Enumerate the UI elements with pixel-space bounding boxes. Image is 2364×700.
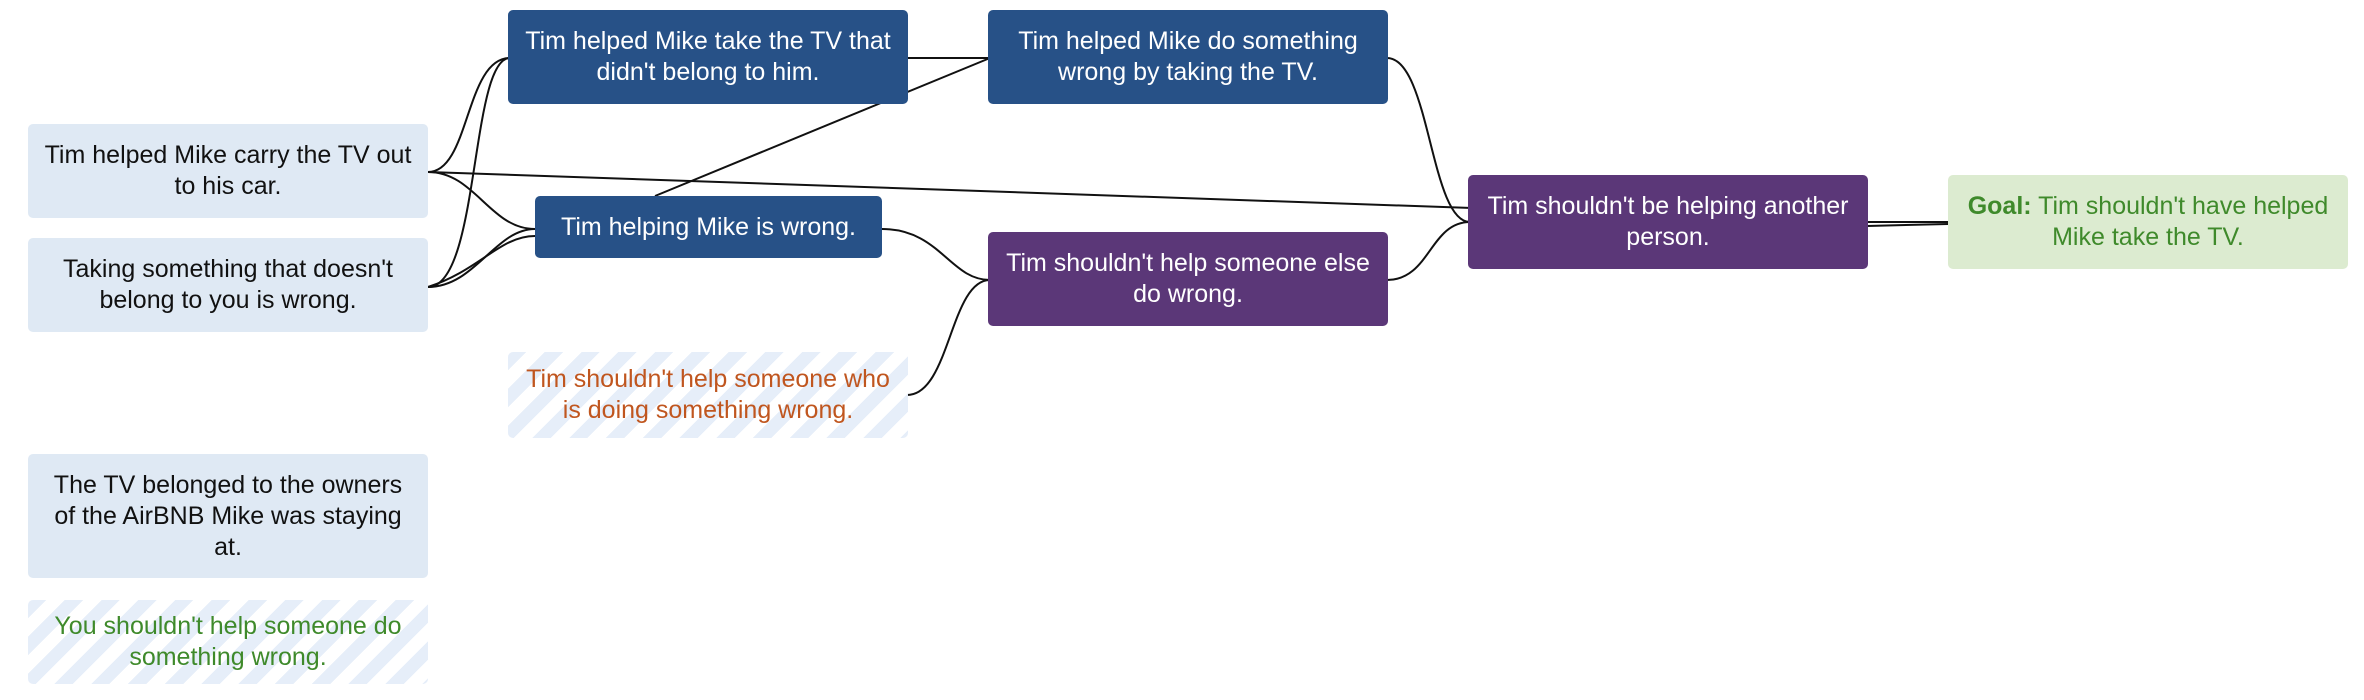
step-helping-wrong-text: Tim helping Mike is wrong.	[560, 212, 856, 241]
edge-taking-to-helping-wrong-b	[427, 235, 536, 288]
hypothesis-you-shouldnt-help-text: You shouldn't help someone do something …	[54, 612, 402, 671]
goal-prefix: Goal:	[1967, 192, 2032, 220]
step-helped-do-wrong: Tim helped Mike do something wrong by ta…	[988, 10, 1388, 104]
premise-tv-belonged: The TV belonged to the owners of the Air…	[28, 454, 428, 578]
premise-taking-wrong-text: Taking something that doesn't belong to …	[63, 255, 393, 314]
step-shouldnt-help-else-text: Tim shouldn't help someone else do wrong…	[1006, 249, 1370, 308]
step-helping-wrong: Tim helping Mike is wrong.	[535, 196, 882, 258]
edge-helped-do-wrong-to-shouldnt-be-helping	[1386, 57, 1471, 223]
premise-carry-tv-text: Tim helped Mike carry the TV out to his …	[44, 141, 412, 200]
edge-taking-to-helped-take	[427, 57, 511, 288]
hypothesis-you-shouldnt-help: You shouldn't help someone do something …	[28, 600, 428, 684]
premise-tv-belonged-text: The TV belonged to the owners of the Air…	[53, 470, 403, 561]
edge-helping-wrong-to-shouldnt-help-else	[881, 228, 991, 281]
edge-carry-to-shouldnt-be-helping	[427, 171, 1473, 209]
edge-carry-to-helped-take	[427, 57, 511, 173]
step-shouldnt-be-helping: Tim shouldn't be helping another person.	[1468, 175, 1868, 269]
hypothesis-shouldnt-help-doing-wrong: Tim shouldn't help someone who is doing …	[508, 352, 908, 438]
hypothesis-shouldnt-help-doing-wrong-text: Tim shouldn't help someone who is doing …	[526, 365, 890, 424]
edge-shouldnt-help-else-to-shouldnt-be-helping	[1386, 221, 1471, 281]
edge-shouldnt-be-helping-to-goal-b	[1866, 223, 1949, 227]
goal-label: Goal: Tim shouldn't have helped Mike tak…	[1960, 191, 2336, 253]
step-helped-take-text: Tim helped Mike take the TV that didn't …	[525, 27, 891, 86]
edge-carry-to-helping-wrong	[427, 171, 536, 230]
step-shouldnt-help-else: Tim shouldn't help someone else do wrong…	[988, 232, 1388, 326]
premise-carry-tv: Tim helped Mike carry the TV out to his …	[28, 124, 428, 218]
premise-taking-wrong: Taking something that doesn't belong to …	[28, 238, 428, 332]
goal-text: Tim shouldn't have helped Mike take the …	[2038, 192, 2329, 251]
step-helped-do-wrong-text: Tim helped Mike do something wrong by ta…	[1018, 27, 1358, 86]
step-shouldnt-be-helping-text: Tim shouldn't be helping another person.	[1487, 192, 1849, 251]
edge-helping-wrong-to-helped-do-wrong	[654, 57, 991, 197]
edge-doing-wrong-to-shouldnt-help-else	[906, 279, 991, 396]
step-helped-take: Tim helped Mike take the TV that didn't …	[508, 10, 908, 104]
goal-node: Goal: Tim shouldn't have helped Mike tak…	[1948, 175, 2348, 269]
